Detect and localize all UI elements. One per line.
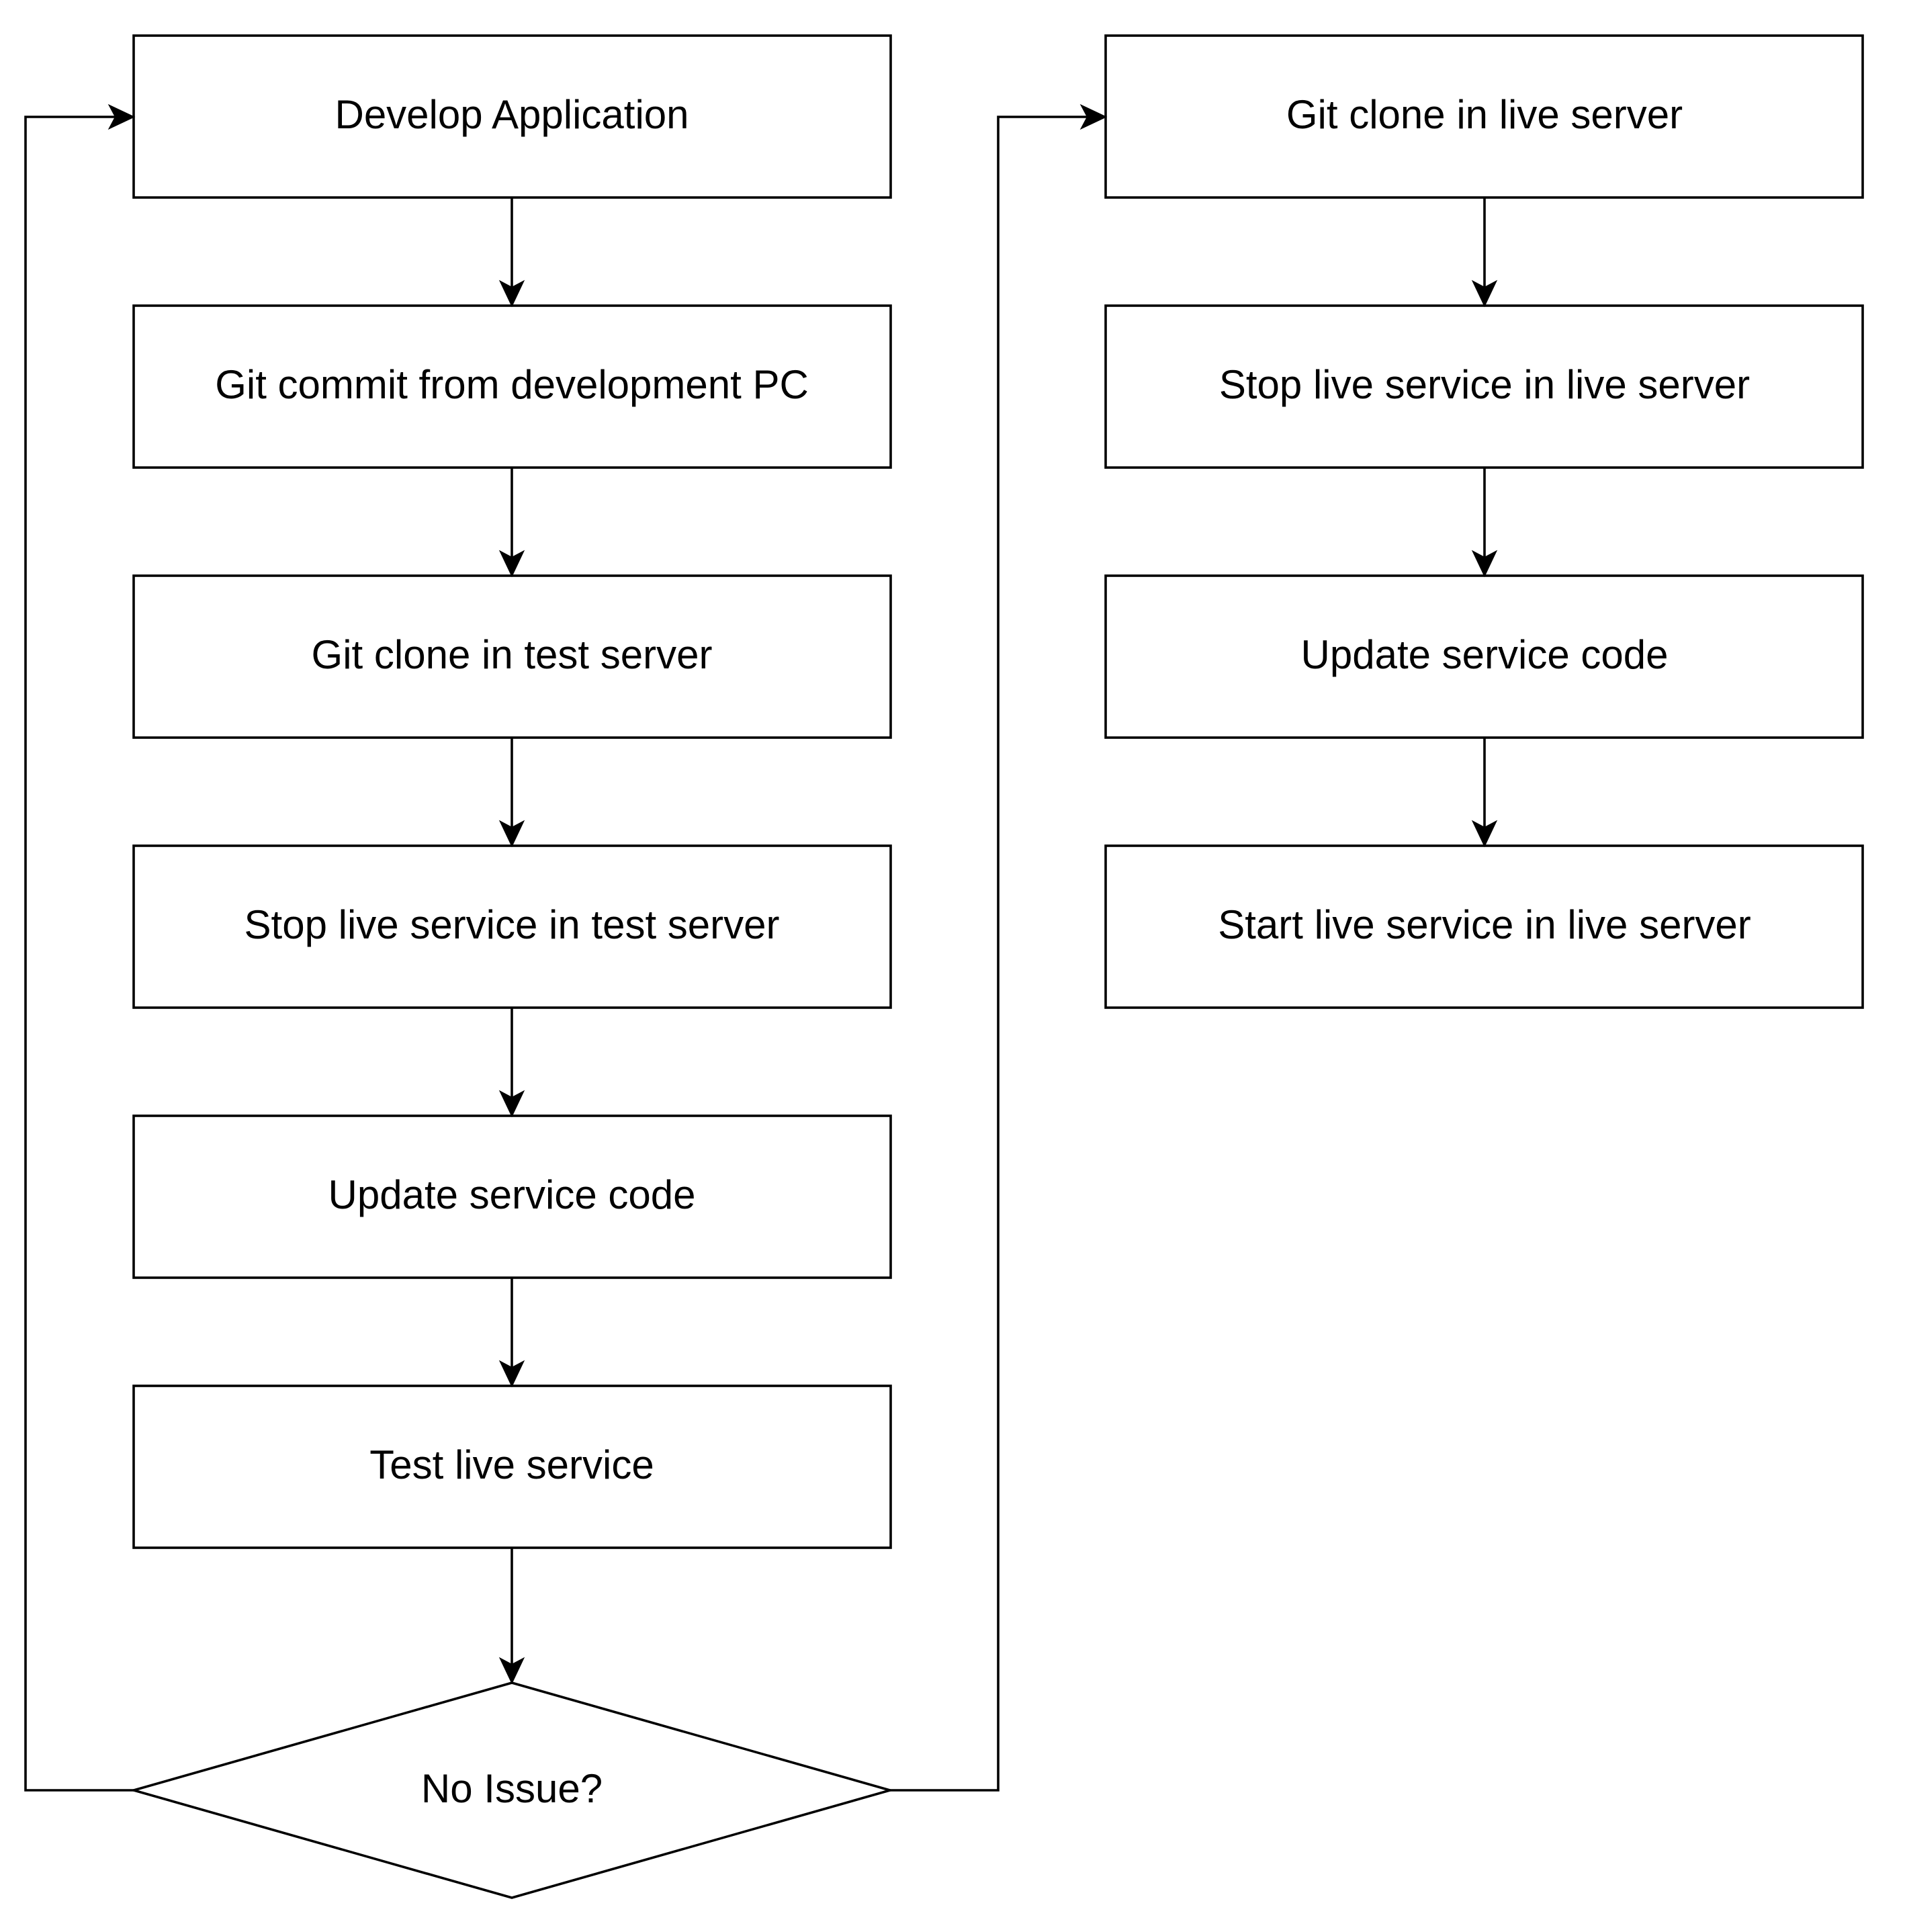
node-stop-test: Stop live service in test server (132, 844, 892, 1009)
node-test-live-label: Test live service (369, 1442, 654, 1487)
edge-update-to-test (498, 1278, 525, 1388)
edge-stop-test-to-update (498, 1008, 525, 1118)
edge-decision-to-live (890, 103, 1108, 1792)
node-develop-application: Develop Application (132, 34, 892, 199)
arrowhead-icon (1471, 279, 1498, 308)
node-stop-live-label: Stop live service in live server (1219, 362, 1750, 407)
node-update-code-left-label: Update service code (328, 1172, 696, 1217)
node-decision-label: No Issue? (421, 1766, 603, 1811)
node-update-code-right-label: Update service code (1301, 632, 1669, 677)
node-git-clone-test: Git clone in test server (132, 574, 892, 739)
edge-develop-to-commit (498, 197, 525, 308)
edge-clone-live-to-stop-live (1471, 197, 1498, 308)
arrowhead-icon (498, 1090, 525, 1118)
arrowhead-icon (1471, 550, 1498, 578)
edge-update-to-start-live (1471, 738, 1498, 848)
arrowhead-icon (498, 279, 525, 308)
node-git-clone-live-label: Git clone in live server (1286, 92, 1683, 137)
arrowhead-icon (1079, 103, 1108, 130)
node-git-clone-live: Git clone in live server (1104, 34, 1864, 199)
edge-stop-live-to-update (1471, 468, 1498, 578)
arrowhead-icon (1471, 820, 1498, 848)
node-start-live-label: Start live service in live server (1218, 902, 1751, 947)
edge-commit-to-clone-test (498, 468, 525, 578)
arrowhead-icon (498, 820, 525, 848)
arrowhead-icon (498, 1360, 525, 1388)
edge-decision-loop-back (24, 103, 136, 1792)
node-decision-no-issue: No Issue? (129, 1681, 895, 1899)
arrowhead-icon (498, 1657, 525, 1685)
node-git-commit: Git commit from development PC (132, 304, 892, 469)
node-start-live: Start live service in live server (1104, 844, 1864, 1009)
node-git-clone-test-label: Git clone in test server (312, 632, 713, 677)
node-stop-test-label: Stop live service in test server (245, 902, 780, 947)
node-stop-live: Stop live service in live server (1104, 304, 1864, 469)
node-update-code-left: Update service code (132, 1114, 892, 1279)
node-update-code-right: Update service code (1104, 574, 1864, 739)
edge-clone-test-to-stop-test (498, 738, 525, 848)
arrowhead-icon (107, 103, 136, 130)
node-git-commit-label: Git commit from development PC (215, 362, 809, 407)
edge-test-to-decision (498, 1548, 525, 1685)
node-develop-application-label: Develop Application (335, 92, 689, 137)
node-test-live: Test live service (132, 1385, 892, 1549)
arrowhead-icon (498, 550, 525, 578)
